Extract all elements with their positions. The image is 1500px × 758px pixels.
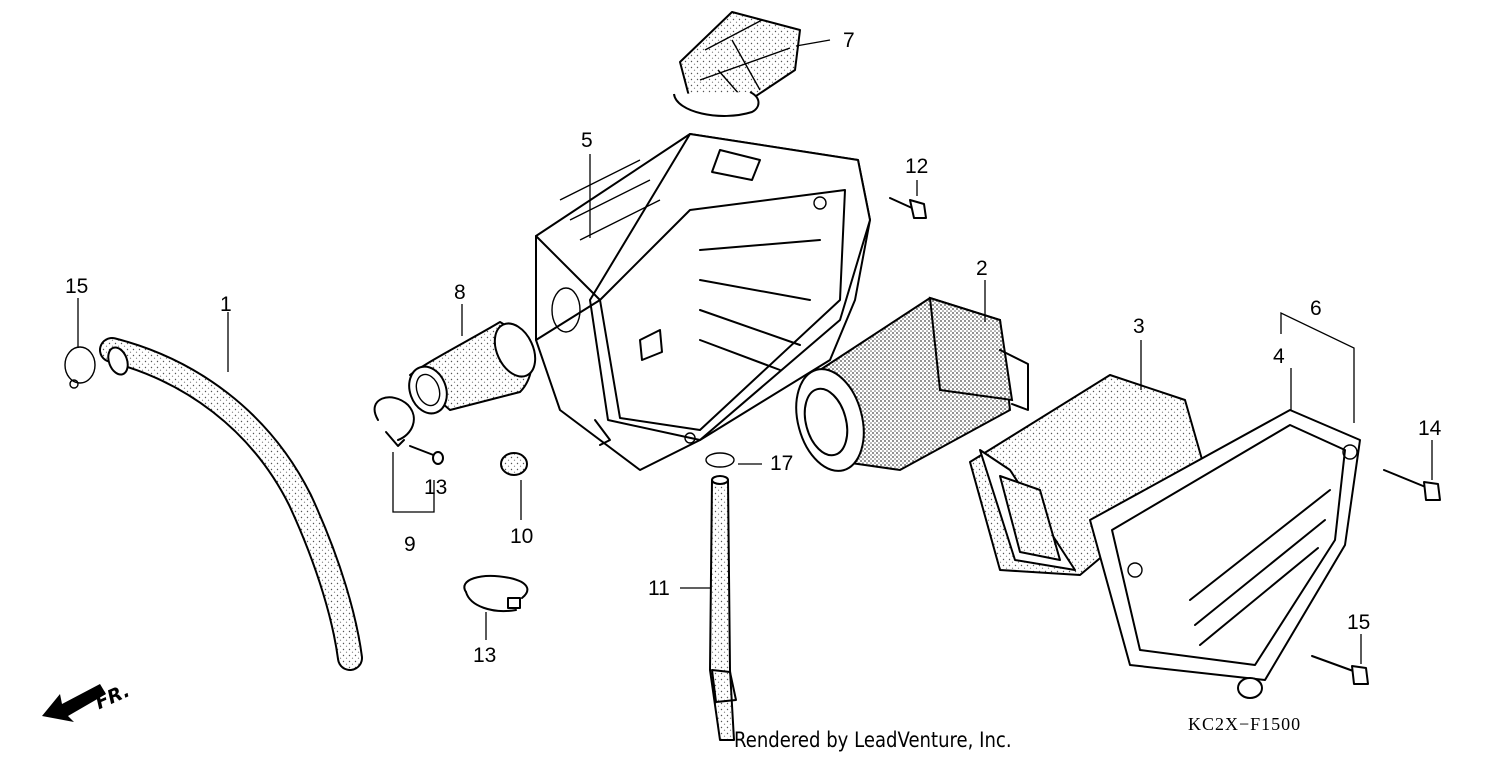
leader-4-6 bbox=[1280, 311, 1355, 423]
callout-5: 5 bbox=[581, 129, 593, 152]
callout-15-upper: 14 bbox=[1418, 417, 1442, 440]
part-15-bolt-upper bbox=[1383, 469, 1441, 501]
part-5-air-cleaner-case bbox=[535, 133, 871, 471]
callout-3: 3 bbox=[1133, 315, 1145, 338]
callout-4: 4 bbox=[1273, 345, 1285, 368]
callout-8: 8 bbox=[454, 281, 466, 304]
callout-10: 10 bbox=[510, 525, 534, 548]
part-8-air-funnel bbox=[408, 321, 537, 415]
credit-text: Rendered by LeadVenture, Inc. bbox=[734, 728, 1012, 752]
part-2-filter-element bbox=[795, 296, 1029, 472]
part-10-grommet bbox=[500, 452, 528, 476]
part-12-bolt bbox=[889, 197, 927, 219]
part-9-band-clamp bbox=[373, 396, 415, 447]
callout-11: 11 bbox=[648, 577, 670, 600]
part-7-air-duct bbox=[673, 11, 801, 117]
callout-13: 13 bbox=[473, 644, 497, 667]
diagram-code: KC2X−F1500 bbox=[1188, 714, 1302, 734]
callout-6: 6 bbox=[1310, 297, 1322, 320]
callout-1: 1 bbox=[220, 293, 232, 316]
callout-12: 12 bbox=[905, 155, 929, 178]
part-17-clip bbox=[705, 452, 735, 468]
part-14-screw bbox=[409, 445, 444, 465]
front-arrow-icon bbox=[42, 684, 106, 722]
callout-15-lower: 15 bbox=[1347, 611, 1371, 634]
leader-lines bbox=[77, 39, 1433, 664]
callout-9: 9 bbox=[404, 533, 416, 556]
callout-7: 7 bbox=[843, 29, 855, 52]
callout-14: 13 bbox=[424, 476, 448, 499]
callout-17: 17 bbox=[770, 452, 794, 475]
callout-2: 2 bbox=[976, 257, 988, 280]
part-3-filter-foam bbox=[969, 374, 1206, 576]
part-1-drain-hose bbox=[99, 337, 363, 671]
part-15-bolt-lower bbox=[1311, 655, 1369, 685]
part-13-hose-clamp bbox=[463, 574, 529, 612]
part-16-clip bbox=[64, 346, 96, 389]
part-11-drain-tube bbox=[709, 475, 737, 741]
leader-9-14 bbox=[392, 452, 435, 513]
callout-16: 15 bbox=[65, 275, 89, 298]
part-6-side-cover bbox=[1089, 409, 1361, 699]
